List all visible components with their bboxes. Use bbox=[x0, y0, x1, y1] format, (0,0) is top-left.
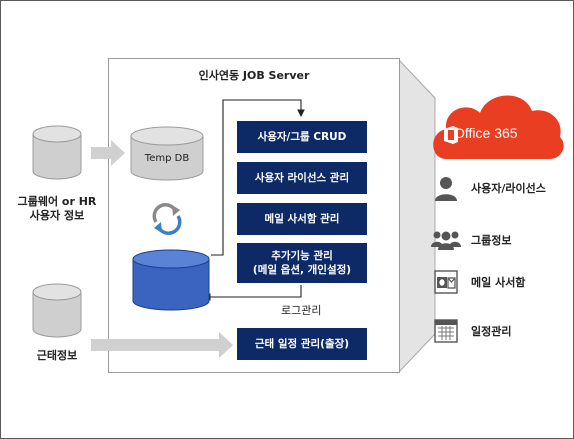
legend-item-calendar: 일정관리 bbox=[431, 316, 511, 346]
groupware-label: 그룹웨어 or HR 사용자 정보 bbox=[9, 195, 105, 223]
attendance-label: 근태정보 bbox=[36, 349, 78, 362]
function-addon-management: 추가기능 관리 (메일 옵션, 개인설정) bbox=[237, 243, 367, 283]
temp-db-icon bbox=[130, 126, 204, 181]
sync-arrow-groupware bbox=[91, 140, 125, 166]
job-server-title: 인사연동 JOB Server bbox=[198, 69, 310, 82]
groupware-db-icon bbox=[32, 125, 82, 180]
log-management-label: 로그관리 bbox=[281, 304, 322, 317]
temp-db-label: Temp DB bbox=[144, 153, 190, 164]
office365-cloud: Office 365 bbox=[428, 89, 565, 161]
office-logo-icon bbox=[444, 126, 458, 144]
outlook-mailbox-icon bbox=[431, 267, 461, 297]
groupware-label-line-2: 사용자 정보 bbox=[29, 209, 85, 222]
legend-label-group: 그룹정보 bbox=[471, 234, 512, 247]
addon-label-line-2: (메일 옵션, 개인설정) bbox=[252, 264, 352, 276]
sync-icon bbox=[152, 203, 182, 235]
attendance-db-icon bbox=[32, 283, 82, 338]
legend-label-user-license: 사용자/라이선스 bbox=[471, 182, 546, 195]
addon-label-line-1: 추가기능 관리 bbox=[271, 250, 333, 262]
group-icon bbox=[431, 225, 461, 255]
log-flow-line bbox=[202, 285, 302, 301]
sync-arrow-attendance bbox=[91, 332, 233, 358]
office365-label: Office 365 bbox=[454, 125, 518, 141]
legend-label-mailbox: 메일 사서함 bbox=[471, 276, 526, 289]
job-db-icon bbox=[132, 249, 210, 311]
user-icon bbox=[431, 173, 461, 203]
legend-label-calendar: 일정관리 bbox=[471, 325, 512, 338]
function-mailbox-management: 메일 사서함 관리 bbox=[237, 203, 367, 235]
legend-item-user-license: 사용자/라이선스 bbox=[431, 173, 546, 203]
groupware-label-line-1: 그룹웨어 or HR bbox=[17, 195, 97, 208]
calendar-icon bbox=[431, 316, 461, 346]
legend-item-mailbox: 메일 사서함 bbox=[431, 267, 525, 297]
function-attendance-schedule: 근태 일정 관리(출장) bbox=[237, 328, 367, 360]
data-flow-line bbox=[211, 99, 305, 256]
cloud-shape bbox=[433, 95, 564, 159]
function-license-management: 사용자 라이선스 관리 bbox=[237, 162, 367, 194]
legend-item-group: 그룹정보 bbox=[431, 225, 511, 255]
function-user-group-crud: 사용자/그룹 CRUD bbox=[237, 121, 367, 153]
